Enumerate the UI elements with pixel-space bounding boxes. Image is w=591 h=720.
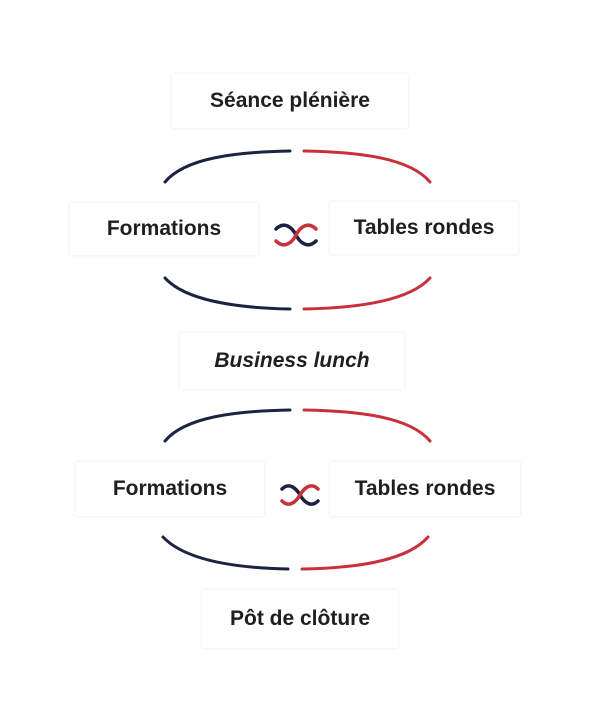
step-training-2: Formations	[76, 462, 264, 516]
interlaced-loops-icon	[274, 223, 318, 247]
connector-bottom-right-1	[302, 276, 432, 311]
interlaced-loops-icon	[280, 484, 320, 506]
step-business-lunch: Business lunch	[180, 333, 404, 389]
connector-top-left-2	[163, 408, 292, 443]
connector-top-right-2	[302, 408, 432, 443]
connector-top-right-1	[302, 149, 432, 184]
step-business-lunch-label: Business lunch	[214, 349, 370, 372]
step-training-1-label: Formations	[106, 217, 222, 240]
step-round-tables-2-label: Tables rondes	[354, 477, 496, 500]
connector-bottom-left-2	[161, 535, 290, 571]
step-training-1: Formations	[70, 203, 258, 255]
step-round-tables-1-label: Tables rondes	[353, 216, 495, 239]
step-closing: Pôt de clôture	[202, 590, 398, 648]
connector-bottom-right-2	[300, 535, 430, 571]
step-opening: Séance plénière	[172, 74, 408, 128]
connector-top-left-1	[163, 149, 292, 184]
step-closing-label: Pôt de clôture	[229, 607, 371, 630]
step-round-tables-1: Tables rondes	[330, 202, 518, 254]
step-round-tables-2: Tables rondes	[330, 462, 520, 516]
connector-bottom-left-1	[163, 276, 292, 311]
step-opening-label: Séance plénière	[210, 89, 370, 112]
step-training-2-label: Formations	[112, 477, 228, 500]
